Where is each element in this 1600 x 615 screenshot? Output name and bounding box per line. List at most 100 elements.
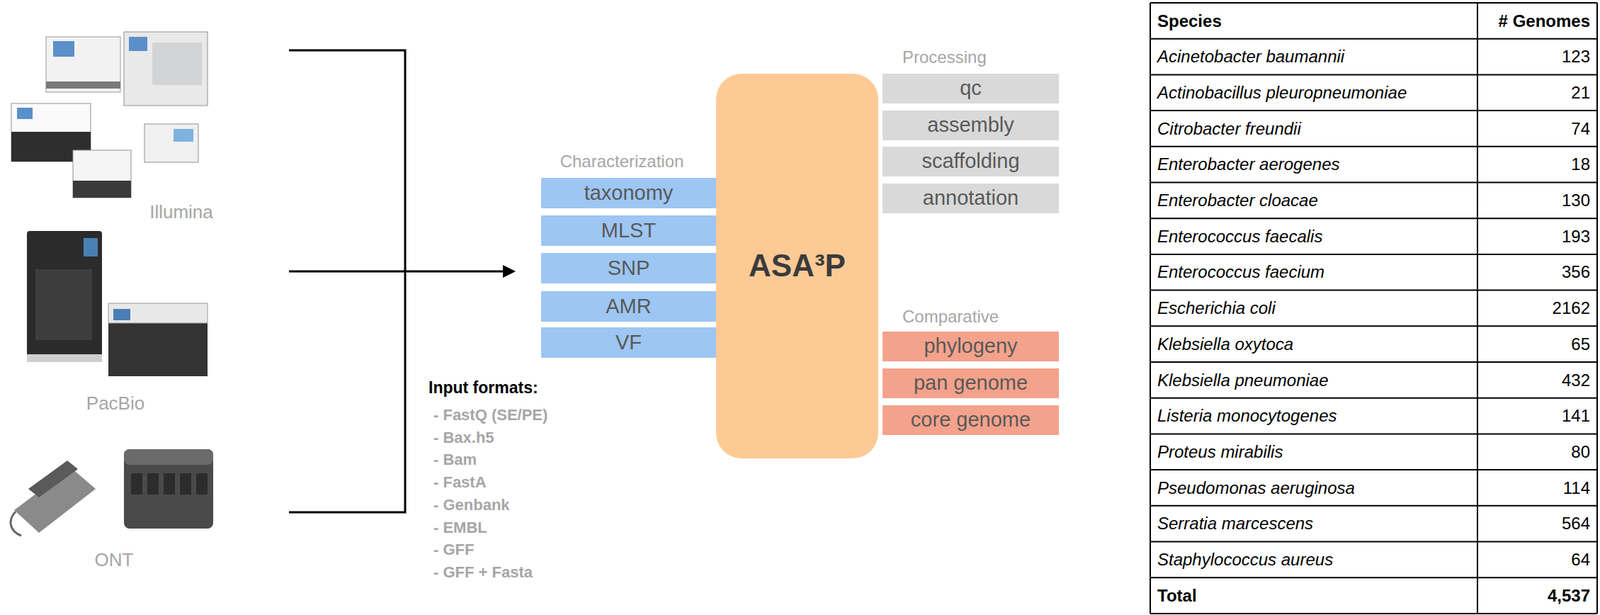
pipeline-box: ASA³P — [716, 73, 879, 459]
box-text: scaffolding — [921, 149, 1020, 173]
table-rule — [1150, 612, 1598, 615]
table-rule — [1476, 2, 1479, 614]
ont-instruments — [10, 449, 214, 536]
pacbio-instruments — [26, 230, 208, 377]
table-cell-count: 21 — [1481, 74, 1591, 111]
gridion-slot — [163, 473, 175, 495]
sequencer-body — [123, 31, 208, 106]
table-cell-species: Enterococcus faecium — [1157, 254, 1472, 291]
table-cell-count: 564 — [1481, 505, 1591, 542]
table-rule — [1150, 2, 1598, 4]
format-item: - Genbank — [433, 495, 510, 514]
table-cell-species: Pseudomonas aeruginosa — [1157, 469, 1472, 506]
table-cell-count: 18 — [1481, 146, 1591, 183]
sequencer-screen — [128, 36, 148, 51]
table-cell-species: Acinetobacter baumannii — [1157, 38, 1472, 76]
sequencer-screen — [113, 308, 131, 321]
format-item: - FastQ (SE/PE) — [433, 405, 548, 424]
table-cell-count: 2162 — [1481, 290, 1591, 327]
format-item: - Bam — [433, 451, 477, 469]
table-rule — [1150, 397, 1598, 399]
sequencer-panel — [35, 269, 93, 340]
table-cell-count: 65 — [1481, 325, 1591, 362]
table-cell-count: 130 — [1481, 182, 1591, 219]
list-heading: Input formats: — [428, 378, 539, 397]
illumina-instruments — [11, 31, 208, 198]
group-heading: Characterization — [560, 151, 685, 172]
sequencer-front — [72, 180, 132, 198]
box-text: AMR — [605, 294, 651, 319]
instrument-label: ONT — [94, 549, 134, 571]
table-cell-species: Staphylococcus aureus — [1157, 541, 1472, 578]
table-cell-species: Species — [1157, 2, 1472, 39]
table-cell-species: Citrobacter freundii — [1157, 110, 1472, 147]
sequencer-screen — [173, 128, 194, 142]
format-item: - Bax.h5 — [433, 428, 495, 447]
format-item: - GFF — [433, 541, 474, 559]
table-cell-count: # Genomes — [1481, 2, 1591, 39]
sequencer-panel — [152, 42, 202, 85]
table-rule — [1150, 576, 1598, 578]
sequencer-body — [72, 150, 132, 198]
box-text: MLST — [601, 218, 656, 243]
characterization-box: taxonomy — [541, 177, 717, 209]
comparative-box: core genome — [882, 405, 1059, 435]
processing-box: qc — [882, 73, 1059, 104]
gridion-slot — [179, 473, 192, 495]
sequencer-body — [46, 36, 121, 93]
table-cell-species: Enterobacter aerogenes — [1157, 146, 1472, 183]
box-text: taxonomy — [584, 181, 674, 205]
table-cell-species: Actinobacillus pleuropneumoniae — [1157, 74, 1472, 111]
gridion-slot — [131, 473, 143, 495]
table-cell-species: Listeria monocytogenes — [1157, 398, 1472, 435]
processing-box: annotation — [882, 183, 1059, 214]
table-cell-count: 64 — [1481, 541, 1591, 578]
group-heading: Processing — [902, 47, 987, 68]
table-cell-species: Enterococcus faecalis — [1157, 218, 1472, 255]
comparative-box: phylogeny — [882, 331, 1059, 362]
characterization-box: VF — [541, 327, 717, 358]
sequencer-screen — [16, 107, 33, 119]
sequencer-screen — [53, 41, 75, 57]
arrow-head — [502, 264, 516, 278]
table-cell-species: Klebsiella oxytoca — [1157, 325, 1472, 362]
gridion-body — [123, 449, 214, 529]
format-item: - GFF + Fasta — [433, 563, 533, 581]
table-cell-count: 80 — [1481, 433, 1591, 470]
table-cell-count: 4,537 — [1481, 577, 1591, 614]
table-cell-count: 141 — [1481, 398, 1591, 435]
table-cell-species: Serratia marcescens — [1157, 505, 1472, 542]
box-text: core genome — [910, 407, 1031, 432]
sequencer-screen — [83, 237, 98, 257]
table-rule — [1150, 505, 1598, 507]
instrument-label: PacBio — [86, 393, 145, 415]
table-rule — [1150, 109, 1598, 112]
sequencer-body — [108, 303, 208, 377]
box-text: VF — [615, 330, 642, 355]
box-text: assembly — [927, 113, 1015, 137]
table-cell-count: 74 — [1481, 110, 1591, 147]
table-rule — [1149, 2, 1151, 614]
characterization-box: SNP — [541, 252, 717, 284]
table-cell-species: Escherichia coli — [1157, 290, 1472, 327]
box-text: annotation — [922, 186, 1019, 210]
box-text: ASA³P — [748, 247, 846, 285]
characterization-box: MLST — [541, 215, 717, 246]
table-rule — [1150, 145, 1598, 148]
merge-bracket — [288, 50, 505, 513]
gridion-top — [123, 449, 214, 465]
comparative-box: pan genome — [882, 368, 1059, 399]
table-rule — [1150, 73, 1598, 76]
table-cell-species: Klebsiella pneumoniae — [1157, 361, 1472, 399]
sequencer-strip — [46, 81, 121, 89]
table-grid — [1150, 2, 1598, 614]
box-text: qc — [959, 76, 982, 100]
table-rule — [1596, 2, 1598, 614]
processing-box: scaffolding — [882, 146, 1059, 177]
table-cell-count: 193 — [1481, 218, 1591, 255]
format-item: - EMBL — [433, 518, 488, 537]
gridion-slot — [147, 473, 159, 495]
minion-lid — [28, 460, 78, 498]
table-rule — [1150, 182, 1598, 184]
